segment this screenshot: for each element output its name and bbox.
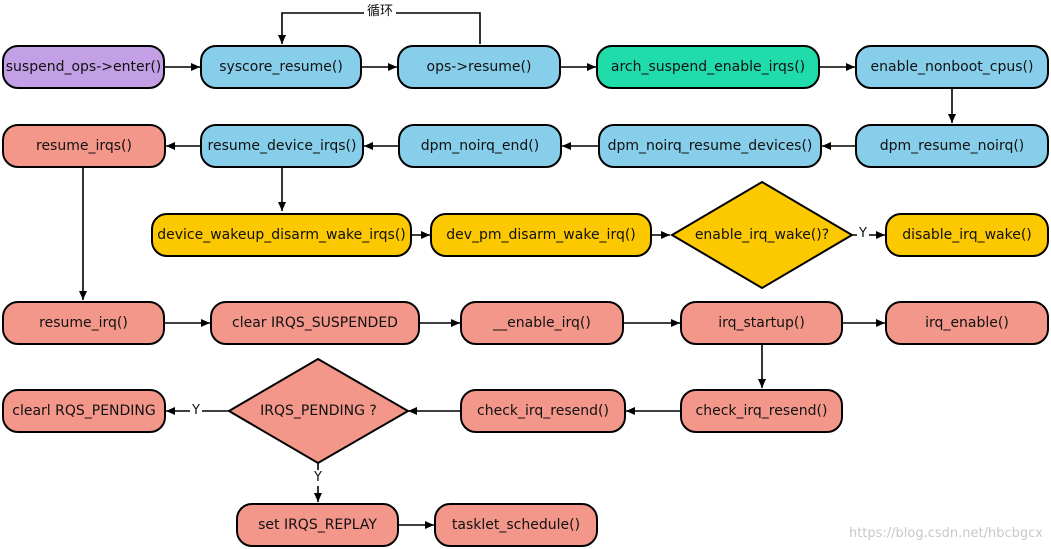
node-disable-irq-wake: disable_irq_wake() — [885, 213, 1049, 257]
node-dpm-noirq-end: dpm_noirq_end() — [398, 124, 562, 168]
node-irq-startup: irq_startup() — [680, 301, 843, 345]
label-irqs-pending-question: IRQS_PENDING ? — [260, 403, 377, 419]
edge-label-yes-wake: Y — [857, 226, 869, 241]
edge-label-yes-pending-down: Y — [312, 470, 324, 486]
node-tasklet-schedule: tasklet_schedule() — [434, 503, 598, 547]
edge-label-yes-pending-left: Y — [190, 403, 202, 418]
label-enable-irq-wake-question: enable_irq_wake()? — [694, 227, 830, 243]
node-resume-device-irqs: resume_device_irqs() — [200, 124, 364, 168]
node-dev-pm-disarm-wake-irq: dev_pm_disarm_wake_irq() — [430, 213, 652, 257]
node-suspend-enter: suspend_ops->enter() — [2, 45, 165, 89]
node-check-irq-resend-left: check_irq_resend() — [460, 389, 626, 433]
node-resume-irq: resume_irq() — [2, 301, 165, 345]
node-enable-nonboot-cpus: enable_nonboot_cpus() — [855, 45, 1049, 89]
diamond-enable-irq-wake — [670, 180, 854, 290]
node-arch-suspend-enable-irqs: arch_suspend_enable_irqs() — [596, 45, 820, 89]
node-check-irq-resend-right: check_irq_resend() — [680, 389, 843, 433]
watermark: https://blog.csdn.net/hbcbgcx — [848, 526, 1043, 541]
node-syscore-resume: syscore_resume() — [200, 45, 362, 89]
diamond-irqs-pending — [227, 357, 410, 465]
node-set-irqs-replay: set IRQS_REPLAY — [236, 503, 399, 547]
edge-label-loop: 循环 — [364, 5, 397, 19]
node-device-wakeup-disarm-wake-irqs: device_wakeup_disarm_wake_irqs() — [151, 213, 412, 257]
node-irq-enable: irq_enable() — [885, 301, 1049, 345]
node-ops-resume: ops->resume() — [397, 45, 561, 89]
node-dpm-noirq-resume-devices: dpm_noirq_resume_devices() — [598, 124, 822, 168]
node-clear-rqs-pending: clearl RQS_PENDING — [2, 389, 166, 433]
node-dpm-resume-noirq: dpm_resume_noirq() — [855, 124, 1049, 168]
node-resume-irqs: resume_irqs() — [2, 124, 166, 168]
node-clear-irqs-suspended: clear IRQS_SUSPENDED — [210, 301, 420, 345]
node-enable-irq-internal: __enable_irq() — [460, 301, 624, 345]
